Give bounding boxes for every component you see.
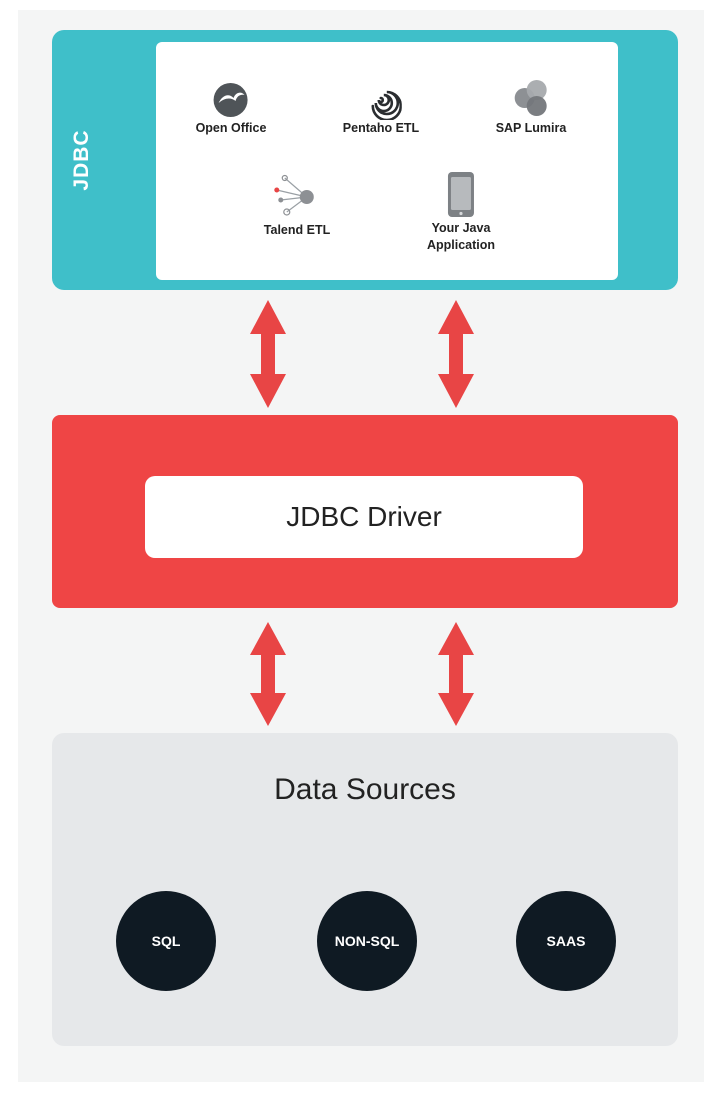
bidirectional-arrow-icon <box>250 300 286 408</box>
data-source-non-sql: NON-SQL <box>317 891 417 991</box>
phone-icon <box>448 172 474 217</box>
bidirectional-arrow-icon <box>250 622 286 726</box>
app-your-java-application: Your Java Application <box>427 170 495 254</box>
app-label: Open Office <box>195 121 267 135</box>
app-label: Pentaho ETL <box>342 121 420 135</box>
app-label-line-1: Your Java <box>431 221 491 235</box>
app-open-office: Open Office <box>195 80 267 137</box>
talend-network-icon <box>274 174 314 216</box>
driver-box: JDBC Driver <box>145 476 583 558</box>
bidirectional-arrow-icon <box>438 300 474 408</box>
app-sap-lumira: SAP Lumira <box>495 76 567 137</box>
driver-label: JDBC Driver <box>286 501 442 532</box>
app-pentaho-etl: Pentaho ETL <box>343 80 419 137</box>
jdbc-label: JDBC <box>70 129 93 191</box>
data-sources-title: Data Sources <box>274 773 456 806</box>
app-talend-etl: Talend ETL <box>264 172 330 239</box>
app-label-line-2: Application <box>426 238 496 252</box>
data-source-sql: SQL <box>116 891 216 991</box>
bidirectional-arrow-icon <box>438 622 474 726</box>
open-office-icon <box>214 83 248 117</box>
pentaho-spiral-icon <box>371 90 402 120</box>
data-sources-panel <box>52 733 678 1046</box>
app-label: SAP Lumira <box>495 121 567 135</box>
data-source-saas: SAAS <box>516 891 616 991</box>
app-label: Talend ETL <box>263 223 331 237</box>
sap-lumira-icon <box>515 80 547 116</box>
